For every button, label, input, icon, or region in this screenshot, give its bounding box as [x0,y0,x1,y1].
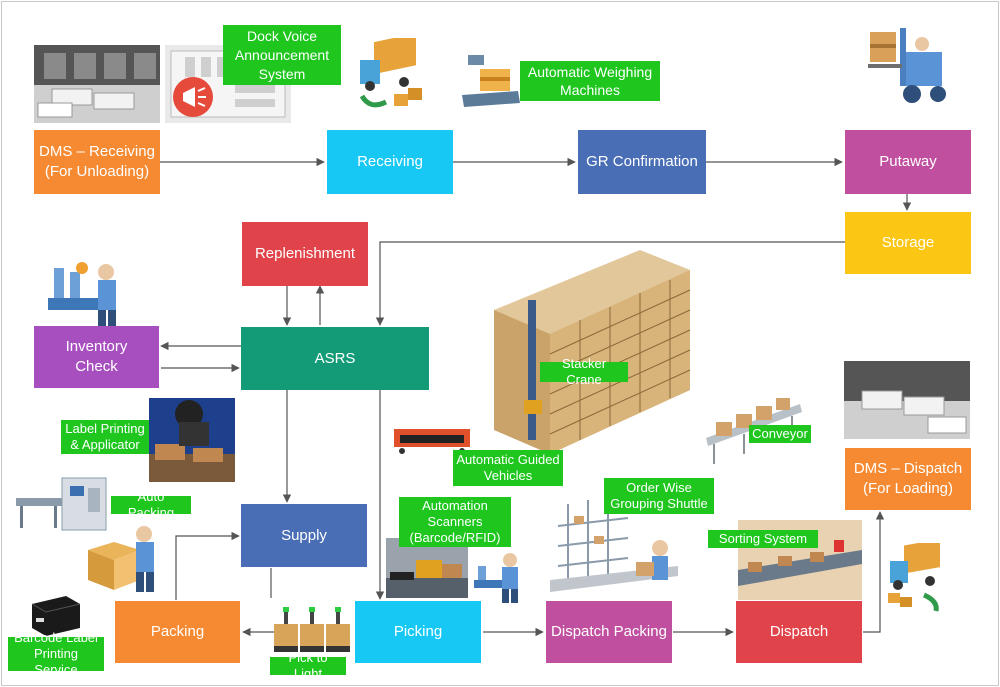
scanner-image [386,538,468,598]
picking-box[interactable]: Picking [355,601,481,663]
dispatch-dock-image [844,361,970,439]
delivery-truck-icon [356,33,428,112]
dispatch-box[interactable]: Dispatch [736,601,862,663]
conveyor-label: Conveyor [749,425,811,443]
inventory-check-box[interactable]: Inventory Check [34,326,159,388]
scanner-worker-icon [472,550,524,604]
asrs-box[interactable]: ASRS [241,327,429,390]
supply-box[interactable]: Supply [241,504,367,567]
weighing-label: Automatic Weighing Machines [520,61,660,101]
sorting-system-image [738,520,862,600]
label-printing-label: Label Printing & Applicator [61,420,149,454]
dms-receiving-box[interactable]: DMS – Receiving (For Unloading) [34,130,160,194]
dispatch-truck-icon [884,539,948,613]
order-wise-label: Order Wise Grouping Shuttle [604,478,714,514]
packing-worker-icon [84,520,160,596]
agv-robot-icon [390,425,474,455]
conveyor-image [704,382,804,466]
receiving-box[interactable]: Receiving [327,130,453,194]
sorting-system-label: Sorting System [708,530,818,548]
weighing-scale-icon [460,45,522,113]
dispatch-packing-box[interactable]: Dispatch Packing [546,601,672,663]
label-applicator-image [149,398,235,482]
storage-box[interactable]: Storage [845,212,971,274]
inventory-worker-icon [46,258,124,328]
putaway-box[interactable]: Putaway [845,130,971,194]
arrow-dispatch-to-dms-dispatch [863,511,885,633]
dms-dispatch-box[interactable]: DMS – Dispatch (For Loading) [845,448,971,510]
barcode-printer-icon [26,594,82,638]
barcode-printing-label: Barcode Label Printing Service [8,630,104,677]
shuttle-image [548,496,680,598]
dock-trucks-image [34,45,160,123]
gr-confirmation-box[interactable]: GR Confirmation [578,130,706,194]
replenishment-box[interactable]: Replenishment [242,222,368,286]
auto-packing-label: Auto Packing [111,489,191,520]
arrow-storage-to-asrs [375,241,845,326]
automation-scanners-label: Automation Scanners (Barcode/RFID) [399,497,511,547]
pick-to-light-label: Pick to Light [270,650,346,681]
pick-to-light-icon [272,606,352,656]
stacker-crane-label: Stacker Crane [540,356,628,387]
asrs-rack-image [490,240,715,455]
arrow-packing-to-supply [175,531,240,600]
agv-label: Automatic Guided Vehicles [453,450,563,486]
forklift-icon [866,22,948,110]
auto-packing-machine-icon [14,474,112,536]
packing-box[interactable]: Packing [115,601,240,663]
dock-voice-label: Dock Voice Announcement System [223,25,341,85]
